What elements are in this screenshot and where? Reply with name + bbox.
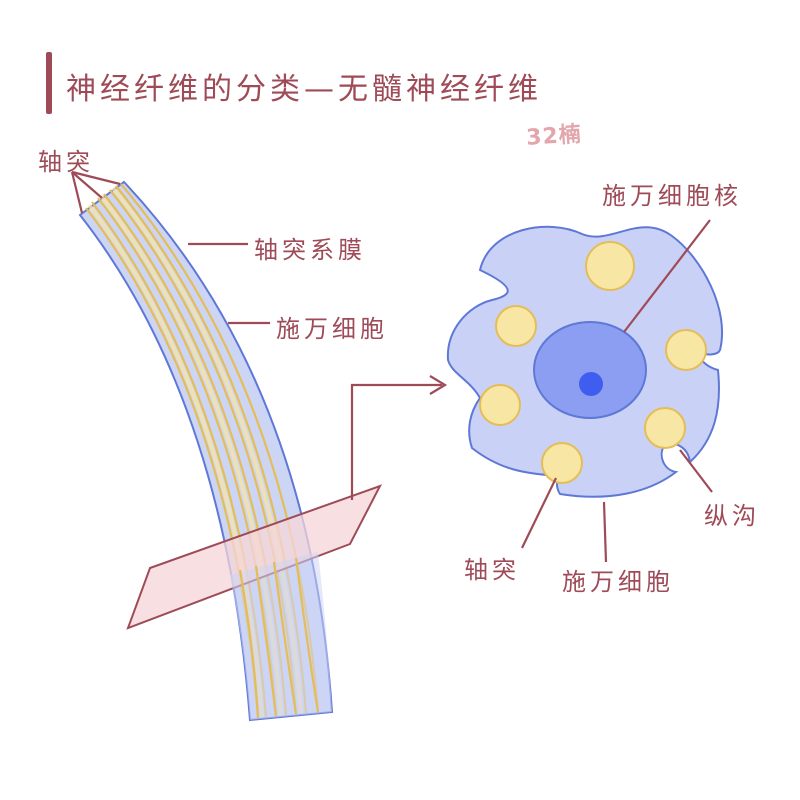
nucleolus bbox=[579, 372, 603, 396]
title-accent-bar bbox=[46, 52, 52, 114]
axon-cross-2 bbox=[495, 305, 537, 347]
label-axon-bottom: 轴突 bbox=[464, 556, 520, 584]
label-axon-top: 轴突 bbox=[38, 148, 94, 176]
left-leader-lines bbox=[188, 242, 270, 325]
axon-cross-1 bbox=[585, 241, 635, 291]
leader-groove bbox=[679, 449, 713, 493]
axon-cross-5 bbox=[644, 407, 686, 449]
axon-pointer-arrows bbox=[70, 170, 121, 214]
label-schwann-nucleus: 施万细胞核 bbox=[602, 182, 742, 210]
plane-back bbox=[126, 484, 383, 630]
axon-cross-4 bbox=[479, 384, 521, 426]
label-groove: 纵沟 bbox=[704, 502, 760, 530]
axon-cross-6 bbox=[541, 442, 583, 484]
axon-cross-3 bbox=[665, 329, 707, 371]
fiber-front-section bbox=[230, 552, 332, 720]
leader-schwann-bottom bbox=[602, 501, 608, 563]
label-axolemma: 轴突系膜 bbox=[254, 236, 366, 264]
right-leader-lines bbox=[521, 219, 713, 563]
label-schwann-bottom: 施万细胞 bbox=[562, 568, 674, 596]
axon-cross-sections bbox=[479, 241, 707, 484]
leader-axon-bottom bbox=[521, 477, 557, 549]
schwann-nucleus bbox=[533, 321, 647, 419]
cross-section bbox=[446, 225, 723, 498]
page-title: 神经纤维的分类—无髓神经纤维 bbox=[66, 72, 542, 107]
label-schwann-left: 施万细胞 bbox=[276, 315, 388, 343]
section-plane bbox=[126, 484, 383, 720]
leader-schwann-nucleus bbox=[623, 219, 711, 333]
section-arrow bbox=[350, 375, 448, 500]
